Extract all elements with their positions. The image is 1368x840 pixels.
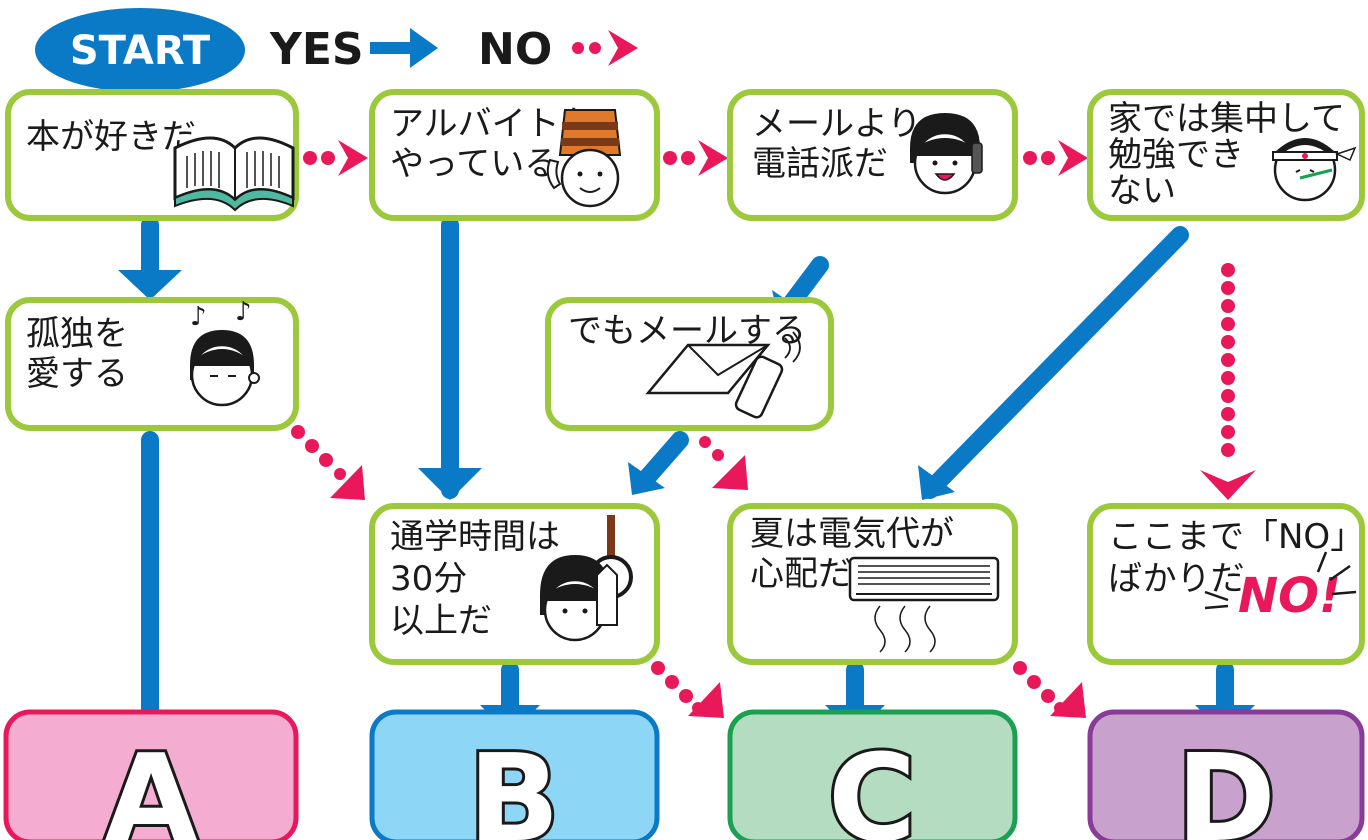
- question-box-q3: メールより 電話派だ: [727, 89, 1018, 221]
- no-arrows: [291, 140, 1256, 718]
- start-label: START: [70, 28, 211, 74]
- result-c-label: C: [828, 730, 916, 840]
- q7-line-3: 以上だ: [390, 601, 492, 641]
- q9-line-1: ここまで「NO」: [1108, 517, 1364, 557]
- result-box-b: B: [369, 709, 660, 840]
- book-icon: [173, 136, 295, 212]
- mobile-phone-icon: [734, 331, 801, 419]
- yes-label: YES: [269, 24, 364, 75]
- result-box-c: C: [727, 709, 1018, 840]
- waiter-icon: [546, 109, 622, 208]
- no-label: NO: [478, 24, 552, 75]
- q1-line-1: 本が好きだ: [26, 117, 196, 157]
- q4-line-2: 勉強でき: [1108, 135, 1244, 175]
- q7-line-1: 通学時間は: [390, 517, 560, 557]
- q7-line-2: 30分: [390, 559, 467, 599]
- q2-line-1: アルバイトを: [390, 104, 594, 144]
- result-box-d: D: [1087, 709, 1365, 840]
- start-bubble: START: [35, 8, 245, 118]
- yes-arrow-q4-q8: [921, 226, 1189, 499]
- q4-line-1: 家では集中して: [1108, 99, 1345, 139]
- result-b-label: B: [468, 730, 559, 840]
- question-box-q1: 本が好きだ: [5, 89, 299, 221]
- q5-line-1: 孤独を: [26, 314, 128, 354]
- result-d-label: D: [1176, 730, 1276, 840]
- svg-text:♪: ♪: [235, 297, 252, 327]
- question-box-q8: 夏は電気代が 心配だ: [727, 503, 1018, 665]
- q5-line-2: 愛する: [26, 354, 128, 394]
- music-listener-icon: ♪ ♪: [190, 297, 260, 407]
- phone-person-icon: [910, 113, 983, 195]
- no-mark-icon: NO!: [1204, 551, 1357, 624]
- train-strap-icon: [540, 515, 633, 642]
- headband-student-icon: [1272, 138, 1357, 202]
- result-a-label: A: [105, 730, 198, 840]
- question-box-q9: ここまで「NO」 ばかりだ NO!: [1087, 503, 1365, 665]
- no-mark-text: NO!: [1238, 568, 1341, 624]
- result-box-a: A: [3, 709, 299, 840]
- question-box-q2: アルバイトを やっている: [369, 89, 660, 221]
- q8-line-1: 夏は電気代が: [750, 514, 954, 554]
- envelope-icon: [645, 343, 771, 395]
- yes-arrow-q6-b: [636, 431, 689, 489]
- question-box-q7: 通学時間は 30分 以上だ: [369, 503, 660, 665]
- q3-line-2: 電話派だ: [752, 144, 888, 184]
- q3-line-1: メールより: [752, 104, 921, 144]
- q8-line-2: 心配だ: [750, 554, 852, 594]
- svg-text:♪: ♪: [190, 302, 207, 332]
- question-box-q4: 家では集中して 勉強でき ない: [1087, 89, 1365, 221]
- no-legend-arrow-icon: [572, 30, 638, 66]
- q9-line-2: ばかりだ: [1108, 559, 1245, 599]
- question-box-q6: でもメールする: [545, 297, 834, 431]
- air-conditioner-icon: [848, 556, 1000, 653]
- question-box-q5: 孤独を 愛する ♪ ♪: [5, 297, 299, 431]
- q2-line-2: やっている: [390, 144, 558, 184]
- yes-legend-arrow-icon: [370, 28, 438, 68]
- q4-line-3: ない: [1108, 171, 1176, 211]
